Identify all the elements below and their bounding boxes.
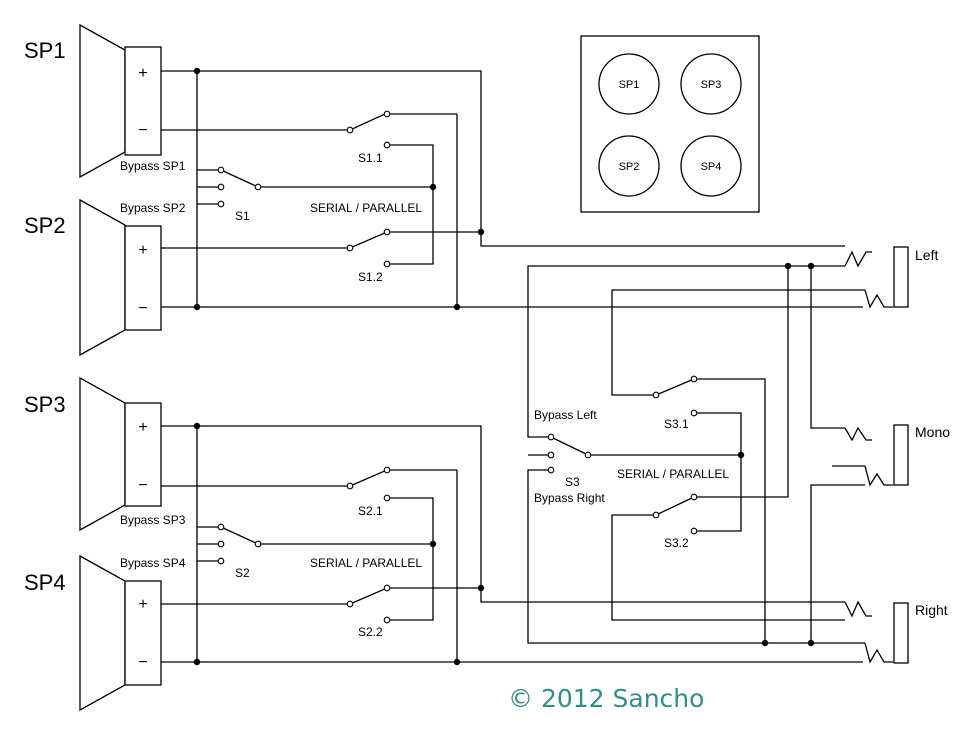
sp3-minus: −	[138, 477, 147, 494]
switch-contacts	[217, 110, 698, 624]
label-serial-parallel-1: SERIAL / PARALLEL	[310, 201, 422, 215]
label-s3-2: S3.2	[664, 536, 689, 550]
label-bypass-sp2: Bypass SP2	[120, 201, 186, 215]
label-bypass-sp3: Bypass SP3	[120, 513, 186, 527]
cabinet-label-sp4: SP4	[701, 161, 722, 173]
junction-dots	[193, 67, 815, 666]
cabinet-layout	[580, 35, 760, 213]
sp2-minus: −	[138, 300, 147, 317]
label-bypass-sp4: Bypass SP4	[120, 556, 186, 570]
jack-label-left: Left	[915, 247, 938, 263]
speaker-label-sp3: SP3	[24, 392, 66, 417]
label-bypass-right: Bypass Right	[534, 491, 605, 505]
sp4-minus: −	[138, 654, 147, 671]
sp1-minus: −	[138, 122, 147, 139]
label-s1-2: S1.2	[358, 270, 383, 284]
label-s1: S1	[235, 209, 250, 223]
speaker-sp3	[79, 376, 162, 532]
speaker-label-sp4: SP4	[24, 570, 66, 595]
jack-mono	[844, 424, 909, 487]
label-bypass-sp1: Bypass SP1	[120, 159, 186, 173]
sp3-plus: +	[138, 419, 147, 436]
speaker-sp1	[79, 23, 162, 179]
jack-label-right: Right	[915, 602, 948, 618]
speaker-sp2	[79, 198, 162, 357]
sp4-plus: +	[138, 596, 147, 613]
label-bypass-left: Bypass Left	[534, 408, 597, 422]
label-serial-parallel-3: SERIAL / PARALLEL	[617, 467, 729, 481]
sp2-plus: +	[138, 242, 147, 259]
speaker-label-sp2: SP2	[24, 213, 66, 238]
label-s2-1: S2.1	[358, 504, 383, 518]
label-s2-2: S2.2	[358, 625, 383, 639]
speaker-sp4	[79, 554, 162, 712]
sp1-plus: +	[138, 65, 147, 82]
label-s3-1: S3.1	[664, 417, 689, 431]
label-s1-1: S1.1	[358, 151, 383, 165]
label-s3: S3	[565, 475, 580, 489]
speaker-label-sp1: SP1	[24, 38, 66, 63]
wires-bottom-section	[161, 425, 863, 663]
jack-right	[844, 600, 909, 664]
wires-top-section	[161, 70, 863, 308]
cabinet-label-sp1: SP1	[619, 79, 640, 91]
label-s2: S2	[235, 566, 250, 580]
copyright-text: © 2012 Sancho	[508, 684, 704, 713]
wires-output-section	[527, 265, 865, 644]
jack-label-mono: Mono	[915, 424, 950, 440]
cabinet-label-sp3: SP3	[701, 79, 722, 91]
label-serial-parallel-2: SERIAL / PARALLEL	[310, 556, 422, 570]
cabinet-label-sp2: SP2	[619, 161, 640, 173]
jack-left	[844, 246, 909, 309]
